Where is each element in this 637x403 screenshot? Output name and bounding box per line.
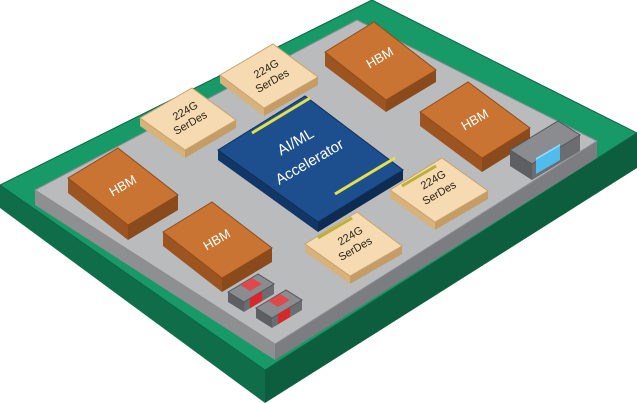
serdes-bottom: 224G SerDes [304,211,403,284]
red-capacitor [227,273,275,312]
hbm-stack-bottom-left: HBM [162,201,273,292]
ai-ml-accelerator: AI/ML Accelerator [217,95,404,232]
hbm-stack-top-right: HBM [324,21,437,112]
accent-bar-top [251,96,311,135]
red-capacitor [255,289,303,328]
serdes-right: 224G SerDes [389,157,489,230]
serdes-left: 224G SerDes [139,87,237,158]
accent-bar-bottom [334,156,396,196]
serdes-top: 224G SerDes [219,43,319,116]
hbm-stack-right: HBM [419,81,531,172]
hbm-stack-left: HBM [67,147,179,240]
blue-capacitor [509,120,581,180]
